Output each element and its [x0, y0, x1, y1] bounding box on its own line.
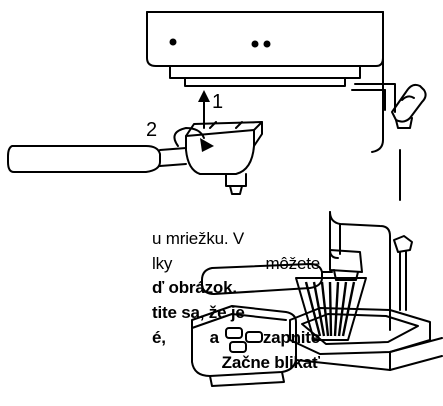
panel-button	[229, 341, 247, 353]
portafilter-handle	[7, 145, 161, 173]
portafilter-basket	[185, 129, 255, 175]
machine-head-outline	[146, 11, 384, 67]
text-line-4: tite sa, že je	[152, 303, 245, 322]
espresso-machine-illustration	[191, 211, 443, 387]
panel-button	[245, 331, 263, 343]
panel-button	[225, 327, 243, 339]
machine-body-outline	[329, 211, 391, 331]
step-number-2: 2	[146, 119, 157, 141]
text-line-6: Začne blikať	[221, 353, 320, 372]
text-line-1: u mriežku. V	[152, 229, 245, 248]
step-number-1: 1	[212, 91, 223, 113]
portafilter-insertion-illustration: 1 2	[7, 11, 427, 201]
rotate-arrow-icon	[173, 127, 205, 147]
control-panel	[191, 305, 297, 377]
machine-portafilter-handle	[201, 263, 323, 295]
text-line-3: ď obrázok.	[152, 278, 237, 297]
glass-cup	[295, 277, 367, 341]
